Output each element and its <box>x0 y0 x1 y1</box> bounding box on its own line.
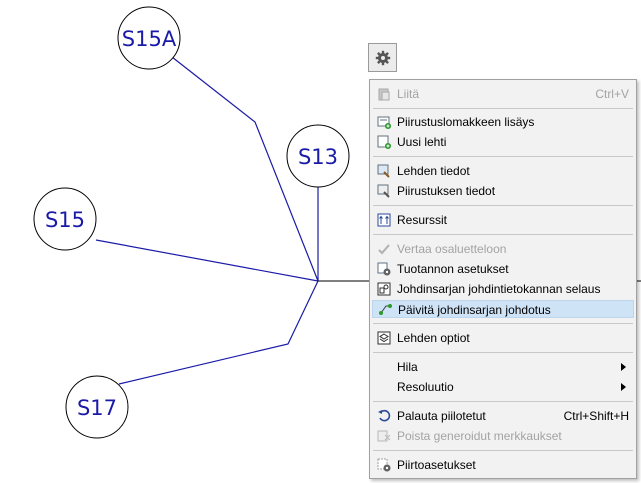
node-label: S13 <box>298 145 338 169</box>
paste-icon <box>375 86 393 102</box>
node-s15[interactable]: S15 <box>33 187 97 251</box>
menu-item-label: Uusi lehti <box>397 135 447 149</box>
harness-database-icon <box>375 281 393 297</box>
menu-item-sheet-options[interactable]: Lehden optiot <box>372 329 634 347</box>
menu-item-label: Resoluutio <box>397 380 454 394</box>
wire-s17[interactable] <box>118 280 319 385</box>
menu-item-label: Piirtoasetukset <box>397 458 476 472</box>
menu-item-paste[interactable]: Liitä Ctrl+V <box>372 85 634 103</box>
restore-hidden-icon <box>375 408 393 424</box>
menu-item-label: Resurssit <box>397 213 448 227</box>
compare-icon <box>375 241 393 257</box>
menu-item-label: Vertaa osaluetteloon <box>397 242 507 256</box>
sheet-options-icon <box>375 330 393 346</box>
menu-separator <box>373 156 633 157</box>
drawing-properties-icon <box>375 183 393 199</box>
node-label: S17 <box>77 396 117 420</box>
menu-item-label: Palauta piilotetut <box>397 409 486 423</box>
node-s15a[interactable]: S15A <box>117 6 181 70</box>
menu-item-label: Lehden optiot <box>397 331 470 345</box>
menu-item-sheet-properties[interactable]: Lehden tiedot <box>372 162 634 180</box>
gear-icon <box>375 50 390 65</box>
node-label: S15A <box>122 27 177 51</box>
menu-item-label: Hila <box>397 360 418 374</box>
menu-item-compare-parts-list[interactable]: Vertaa osaluetteloon <box>372 240 634 258</box>
menu-item-label: Poista generoidut merkkaukset <box>397 429 562 443</box>
production-settings-icon <box>375 261 393 277</box>
update-wiring-icon <box>376 301 394 317</box>
menu-item-label: Tuotannon asetukset <box>397 262 509 276</box>
resources-icon <box>375 212 393 228</box>
menu-item-label: Johdinsarjan johdintietokannan selaus <box>397 282 601 296</box>
menu-item-label: Piirustuksen tiedot <box>397 184 496 198</box>
node-s17[interactable]: S17 <box>65 375 129 439</box>
menu-separator <box>373 401 633 402</box>
menu-separator <box>373 234 633 235</box>
menu-item-label: Liitä <box>397 87 420 101</box>
menu-item-restore-hidden[interactable]: Palauta piilotetut Ctrl+Shift+H <box>372 407 634 425</box>
remove-markings-icon <box>375 428 393 444</box>
wire-s15[interactable] <box>95 239 319 282</box>
menu-item-update-harness-wiring[interactable]: Päivitä johdinsarjan johdotus <box>372 300 634 318</box>
add-drawing-form-icon <box>375 114 393 130</box>
drawing-settings-icon <box>375 457 393 473</box>
menu-item-shortcut: Ctrl+V <box>595 87 629 101</box>
menu-item-label: Lehden tiedot <box>397 164 470 178</box>
menu-separator <box>373 323 633 324</box>
menu-item-add-drawing-form[interactable]: Piirustuslomakkeen lisäys <box>372 113 634 131</box>
submenu-arrow-icon <box>621 363 626 371</box>
new-sheet-icon <box>375 134 393 150</box>
menu-item-production-settings[interactable]: Tuotannon asetukset <box>372 260 634 278</box>
menu-item-label: Piirustuslomakkeen lisäys <box>397 115 535 129</box>
context-menu: Liitä Ctrl+V Piirustuslomakkeen lisäys U… <box>369 79 637 479</box>
submenu-arrow-icon <box>621 383 626 391</box>
menu-item-drawing-properties[interactable]: Piirustuksen tiedot <box>372 182 634 200</box>
menu-item-grid[interactable]: Hila <box>372 358 634 376</box>
menu-separator <box>373 205 633 206</box>
wire-s15a[interactable] <box>171 56 319 282</box>
menu-separator <box>373 108 633 109</box>
settings-button[interactable] <box>368 43 397 72</box>
menu-separator <box>373 352 633 353</box>
sheet-properties-icon <box>375 163 393 179</box>
menu-item-shortcut: Ctrl+Shift+H <box>563 409 629 423</box>
node-s13[interactable]: S13 <box>286 124 350 188</box>
menu-separator <box>373 450 633 451</box>
menu-item-drawing-settings[interactable]: Piirtoasetukset <box>372 456 634 474</box>
menu-item-remove-generated-markings[interactable]: Poista generoidut merkkaukset <box>372 427 634 445</box>
menu-item-resolution[interactable]: Resoluutio <box>372 378 634 396</box>
node-label: S15 <box>45 208 85 232</box>
menu-item-harness-database-browse[interactable]: Johdinsarjan johdintietokannan selaus <box>372 280 634 298</box>
menu-item-resources[interactable]: Resurssit <box>372 211 634 229</box>
menu-item-label: Päivitä johdinsarjan johdotus <box>398 303 551 317</box>
menu-item-new-sheet[interactable]: Uusi lehti <box>372 133 634 151</box>
